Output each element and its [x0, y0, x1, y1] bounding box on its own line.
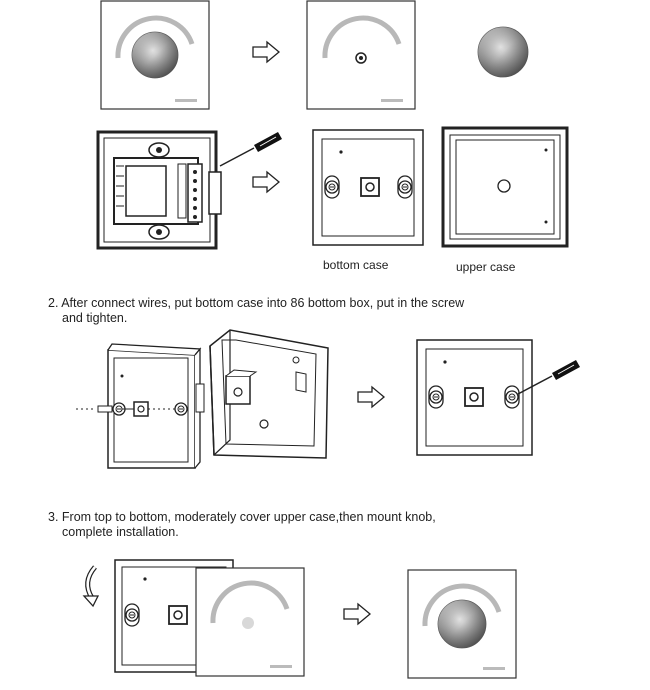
upper-case-covering — [195, 567, 305, 677]
bottom-case-drawing — [312, 129, 424, 246]
bottom-case-mounted — [416, 339, 533, 456]
step-2-instruction: 2. After connect wires, put bottom case … — [48, 296, 464, 326]
step-2-line-1: 2. After connect wires, put bottom case … — [48, 296, 465, 310]
completed-panel-with-knob — [407, 569, 517, 679]
arrow-right-icon — [252, 41, 280, 63]
step-3-line-1: 3. From top to bottom, moderately cover … — [48, 510, 436, 524]
upper-case-drawing — [441, 126, 569, 248]
screwdriver-icon — [219, 131, 283, 167]
step-2-line-2: and tighten. — [62, 311, 128, 325]
step-3-instruction: 3. From top to bottom, moderately cover … — [48, 510, 436, 540]
curved-down-arrow-icon — [82, 565, 100, 608]
back-of-switch-module — [96, 130, 222, 250]
upper-case-caption: upper case — [456, 260, 516, 274]
arrow-right-icon — [252, 171, 280, 193]
panel-knob-removed — [306, 0, 416, 110]
86-bottom-box — [209, 329, 329, 459]
bottom-case-angled — [76, 343, 205, 469]
arrow-right-icon — [357, 386, 385, 408]
panel-with-knob-1 — [100, 0, 210, 110]
arrow-right-icon — [343, 603, 371, 625]
knob-detached — [477, 26, 529, 78]
step-3-line-2: complete installation. — [62, 525, 179, 539]
bottom-case-caption: bottom case — [323, 258, 389, 272]
